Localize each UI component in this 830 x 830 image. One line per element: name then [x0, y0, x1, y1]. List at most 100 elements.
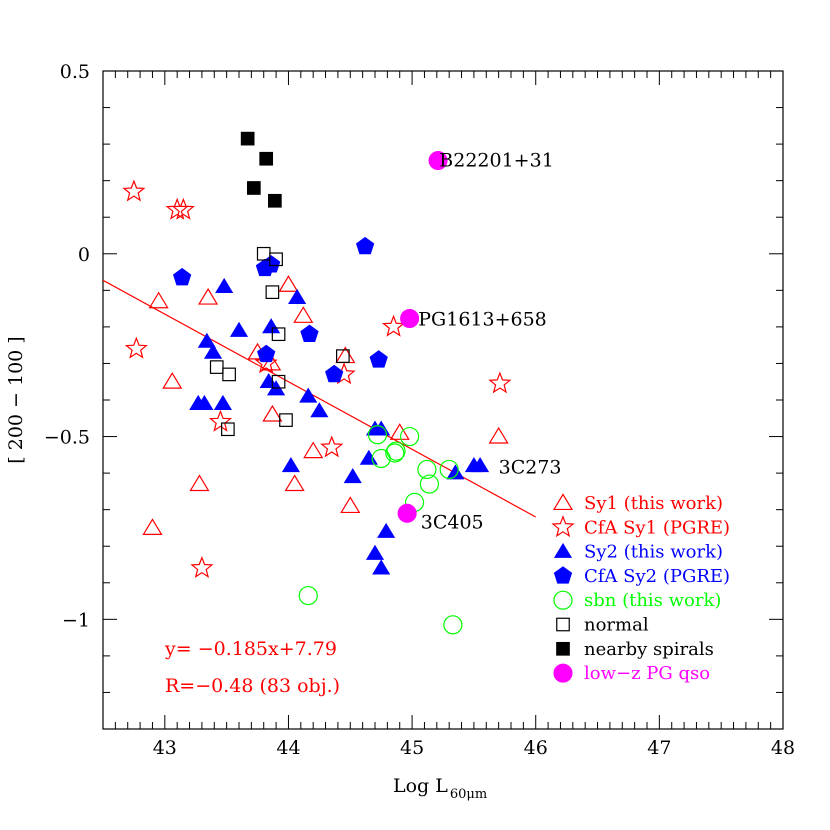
- data-point-triangle-open: [303, 441, 324, 459]
- legend-marker-triangle-filled: [553, 542, 573, 558]
- legend-label: CfA Sy2 (PGRE): [584, 566, 730, 587]
- data-point-triangle-filled: [229, 321, 249, 337]
- x-tick-label: 44: [276, 737, 300, 759]
- data-point-triangle-filled: [259, 372, 278, 389]
- data-point-square-open: [271, 327, 286, 342]
- x-tick-label: 43: [153, 737, 177, 759]
- data-point-square-filled: [268, 193, 282, 208]
- fit-correlation: R=−0.48 (83 obj.): [165, 675, 340, 697]
- legend-label: nearby spirals: [584, 639, 714, 660]
- data-point-pentagon-filled: [262, 255, 281, 273]
- data-point-circle-open: [367, 425, 388, 445]
- point-annotation: PG1613+658: [418, 309, 547, 331]
- data-point-triangle-filled: [365, 544, 385, 560]
- data-point-pentagon-filled: [369, 350, 388, 368]
- data-point-triangle-open: [262, 404, 283, 422]
- data-point-square-open: [271, 374, 286, 389]
- legend-marker-square-filled: [556, 641, 570, 656]
- fit-line-group: [103, 279, 537, 518]
- fit-equation: y= −0.185x+7.79: [164, 638, 337, 660]
- data-point-square-open: [222, 367, 236, 382]
- y-tick-label: 0: [78, 244, 90, 266]
- data-point-triangle-open: [189, 474, 210, 492]
- data-point-star-open: [122, 179, 146, 202]
- data-point-circle-open: [439, 459, 459, 480]
- data-point-triangle-open: [284, 474, 305, 492]
- data-point-square-filled: [240, 131, 255, 146]
- data-point-triangle-open: [340, 496, 361, 514]
- x-tick-label: 47: [647, 737, 671, 759]
- data-point-triangle-filled: [343, 468, 362, 484]
- x-tick-label: 45: [400, 737, 424, 759]
- data-point-triangle-filled: [203, 343, 223, 359]
- data-point-circle-filled: [397, 503, 417, 523]
- data-point-star-open: [124, 336, 148, 359]
- point-annotation: 3C405: [421, 511, 484, 533]
- legend-label: Sy2 (this work): [584, 542, 723, 563]
- data-point-triangle-filled: [288, 288, 307, 304]
- axis-ticks: [102, 70, 784, 730]
- data-point-triangle-open: [389, 423, 410, 440]
- legend-marker-star-open: [551, 515, 575, 538]
- data-point-star-open: [254, 351, 278, 374]
- data-point-triangle-filled: [372, 420, 391, 436]
- data-point-pentagon-filled: [257, 344, 276, 363]
- y-tick-label: 0.5: [60, 61, 90, 83]
- data-point-triangle-filled: [189, 394, 208, 410]
- data-point-triangle-open: [488, 426, 509, 444]
- data-points: [122, 131, 512, 635]
- y-tick-label: −0.5: [44, 427, 90, 449]
- data-point-triangle-filled: [471, 457, 490, 473]
- legend-marker-triangle-open: [552, 493, 574, 511]
- x-axis-label-subscript: 60μm: [450, 787, 487, 802]
- data-point-circle-open: [400, 426, 420, 447]
- point-annotation: 3C273: [499, 457, 562, 479]
- point-annotation: B22201+31: [439, 150, 554, 172]
- legend-marker-circle-open: [553, 590, 573, 610]
- data-point-triangle-filled: [372, 559, 391, 575]
- data-point-star-open: [488, 371, 512, 394]
- x-tick-label: 46: [524, 737, 548, 759]
- data-point-circle-open: [443, 615, 463, 635]
- data-point-star-open: [208, 409, 233, 432]
- data-point-square-open: [269, 252, 283, 267]
- data-point-triangle-filled: [213, 394, 232, 410]
- x-axis-label-main: Log L: [393, 775, 448, 797]
- data-point-pentagon-filled: [355, 236, 375, 255]
- data-point-star-open: [320, 435, 344, 458]
- data-point-square-open: [336, 349, 350, 363]
- data-point-circle-filled: [428, 151, 448, 171]
- data-point-triangle-open: [148, 291, 169, 309]
- data-point-square-open: [265, 285, 280, 300]
- data-point-triangle-filled: [446, 464, 465, 480]
- data-point-circle-filled: [400, 308, 420, 329]
- data-point-triangle-open: [278, 275, 299, 292]
- data-point-triangle-filled: [299, 387, 318, 403]
- data-point-square-filled: [246, 181, 261, 195]
- data-point-pentagon-filled: [300, 324, 319, 342]
- data-point-triangle-open: [261, 353, 282, 371]
- data-point-triangle-filled: [281, 457, 300, 473]
- legend-label: CfA Sy1 (PGRE): [584, 517, 730, 538]
- legend-label: low−z PG qso: [584, 663, 710, 684]
- data-point-circle-open: [385, 443, 405, 463]
- x-tick-label: 48: [771, 737, 795, 759]
- data-point-square-open: [209, 360, 224, 374]
- data-point-square-open: [221, 422, 235, 437]
- data-point-triangle-filled: [197, 332, 216, 348]
- data-point-triangle-filled: [310, 402, 329, 418]
- data-point-triangle-filled: [215, 277, 234, 293]
- legend-label: sbn (this work): [584, 590, 721, 611]
- data-point-triangle-open: [293, 306, 314, 323]
- fit-line: [103, 279, 537, 518]
- legend-label: normal: [584, 615, 649, 636]
- data-point-circle-open: [386, 441, 406, 461]
- y-axis-label: [ 200 − 100 ]: [5, 336, 27, 463]
- data-point-triangle-open: [142, 518, 163, 535]
- data-point-square-open: [279, 413, 293, 427]
- legend: Sy1 (this work)CfA Sy1 (PGRE)Sy2 (this w…: [551, 493, 730, 684]
- data-point-triangle-open: [162, 372, 183, 389]
